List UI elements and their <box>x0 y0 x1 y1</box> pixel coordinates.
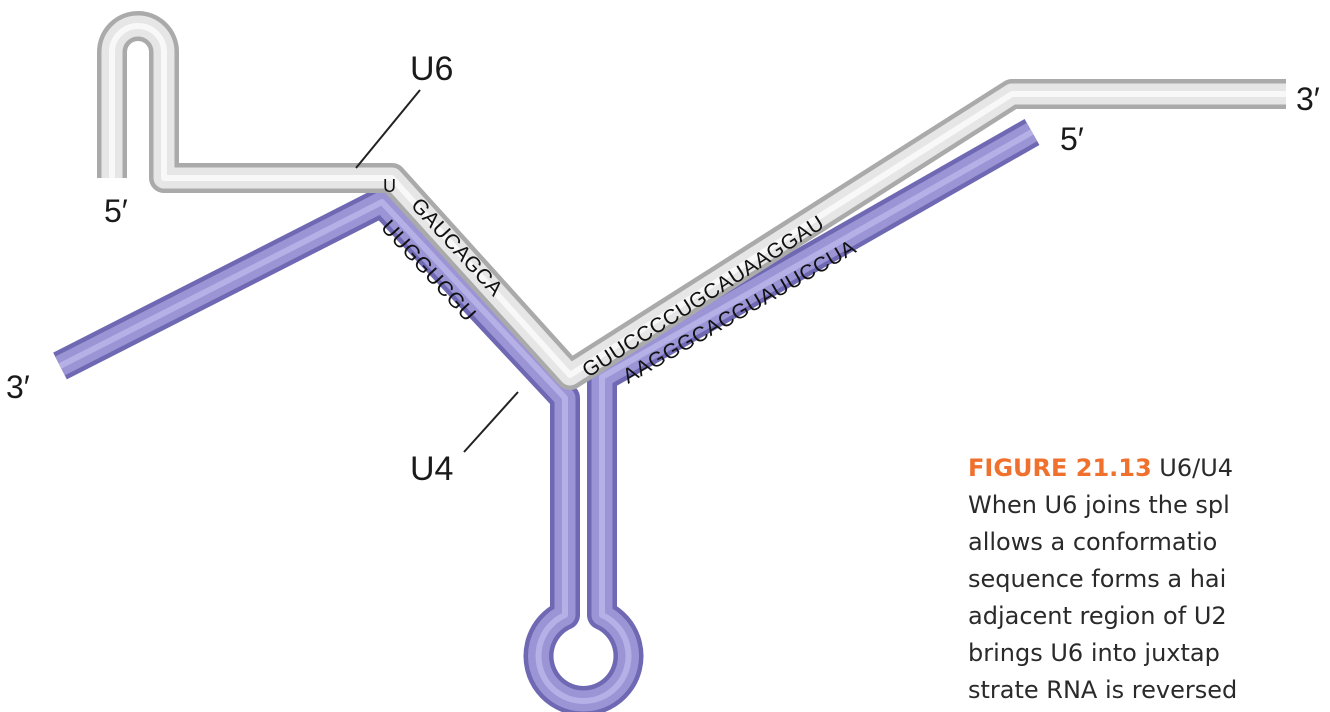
caption-line: brings U6 into juxtap <box>968 635 1330 672</box>
figure-label: FIGURE 21.13 <box>968 454 1152 482</box>
u4-leader-line <box>464 392 518 452</box>
caption-line: adjacent region of U2 <box>968 598 1330 635</box>
u6-3prime-label: 3′ <box>1296 81 1320 117</box>
u6-sequence-u: U <box>383 176 397 196</box>
figure-title: U6/U4 <box>1152 454 1233 482</box>
caption-heading: FIGURE 21.13 U6/U4 <box>968 450 1330 487</box>
u6-label: U6 <box>410 50 453 88</box>
caption-line: sequence forms a hai <box>968 561 1330 598</box>
figure-caption: FIGURE 21.13 U6/U4 When U6 joins the spl… <box>968 450 1330 709</box>
u4-label: U4 <box>410 450 453 488</box>
u4-5prime-label: 5′ <box>1060 121 1084 157</box>
caption-line: allows a conformatio <box>968 524 1330 561</box>
u6-5prime-label: 5′ <box>104 193 128 229</box>
u6-sequence-right: GUUCCCCUGCAUAAGGAU <box>578 211 828 382</box>
u6-leader-line <box>356 90 420 168</box>
u4-strand <box>60 132 1032 701</box>
caption-line: When U6 joins the spl <box>968 487 1330 524</box>
u4-3prime-label: 3′ <box>6 369 30 405</box>
caption-line: strate RNA is reversed <box>968 672 1330 709</box>
